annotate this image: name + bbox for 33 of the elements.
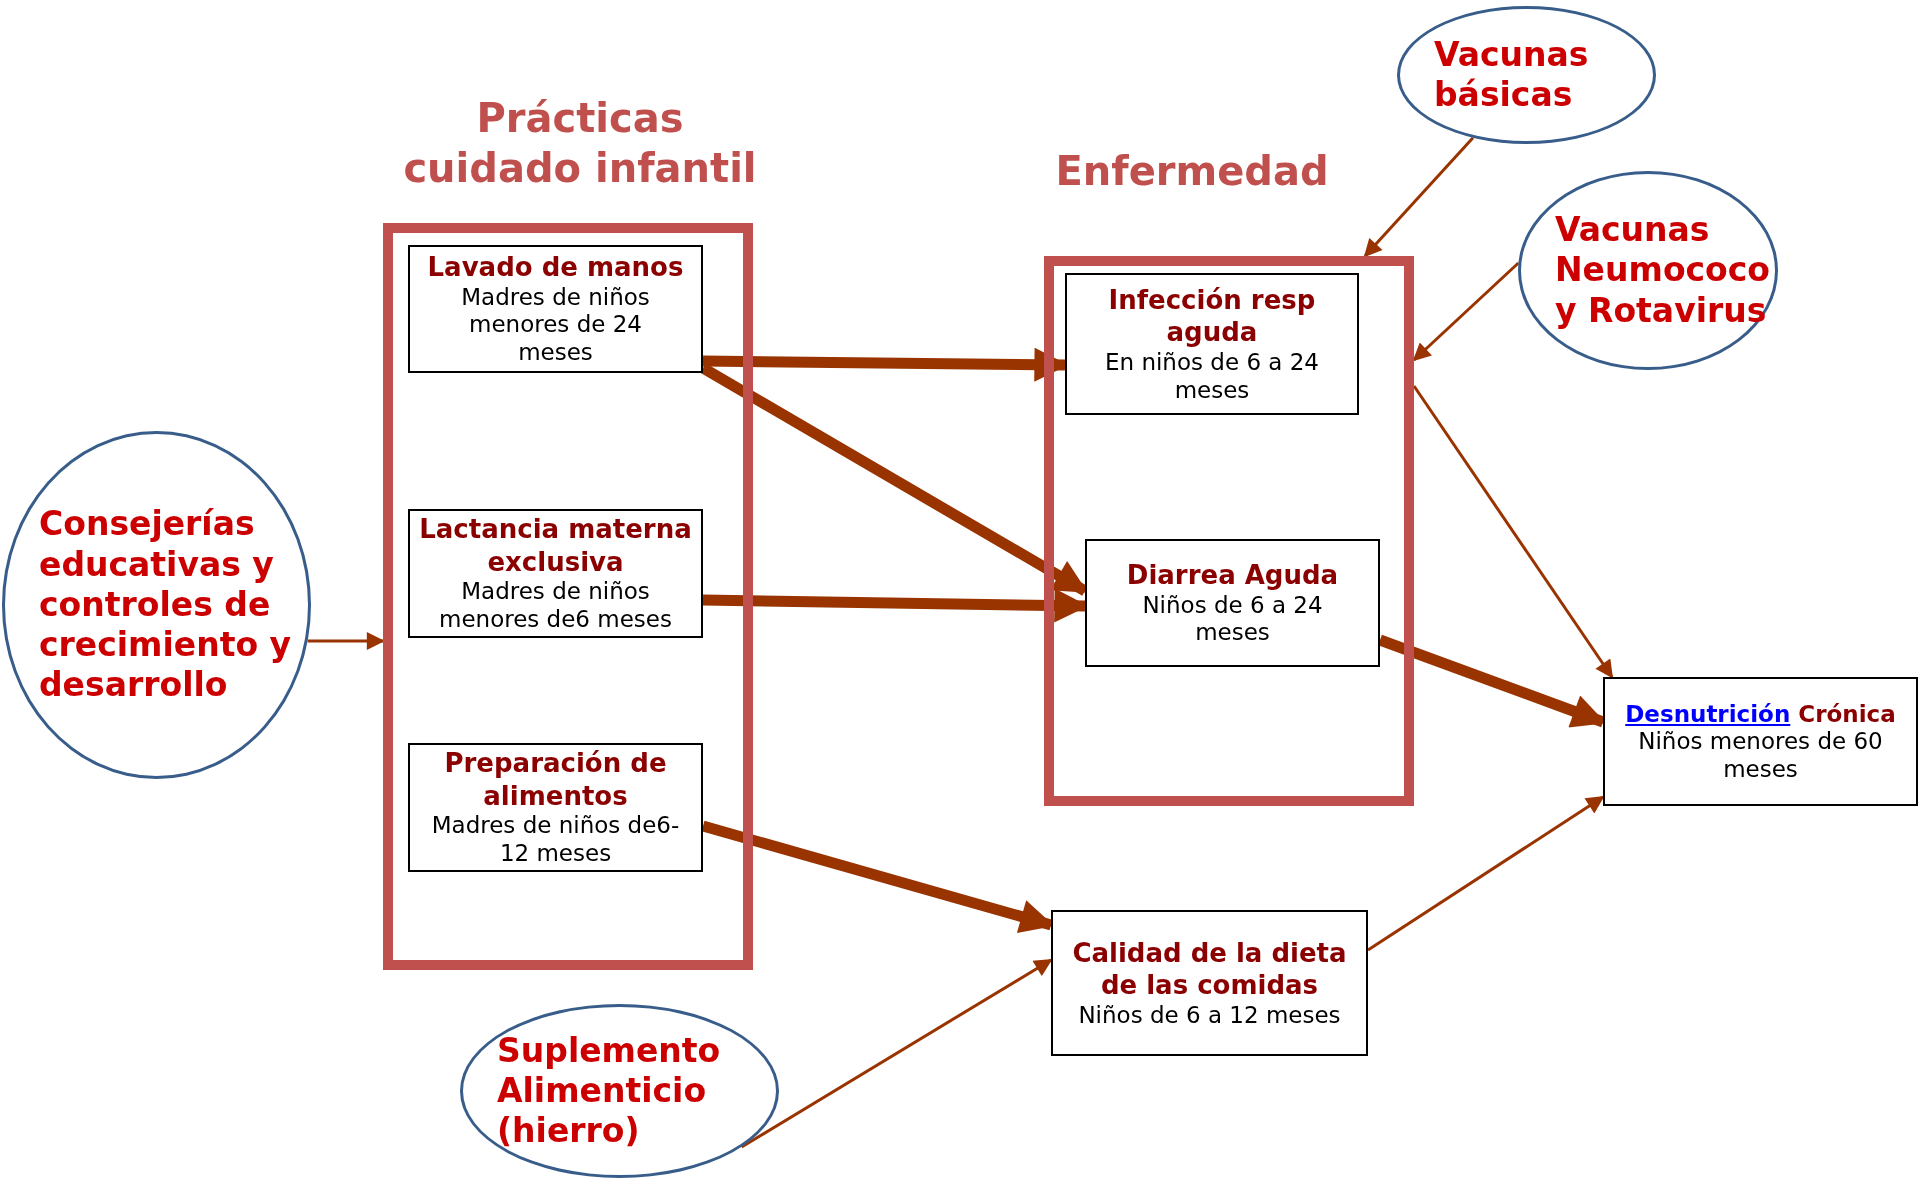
ellipse-text: Suplemento Alimenticio (hierro) (496, 1030, 722, 1152)
arrow (1367, 795, 1605, 952)
process-box (1085, 539, 1380, 667)
process-box (408, 245, 703, 373)
box-body-text: Madres de niños menores de 24 meses (460, 283, 651, 367)
box-body-text: Niños menores de 60 meses (1637, 728, 1884, 784)
box-body-text: Niños de 6 a 24 meses (1141, 591, 1324, 647)
box-heading: Calidad de la dieta de las comidas (1071, 936, 1348, 1002)
arrow (740, 958, 1053, 1149)
box-heading: Crónica (1798, 699, 1896, 729)
box-body-text: En niños de 6 a 24 meses (1104, 348, 1320, 405)
arrow (1363, 136, 1475, 258)
box-body-text: Niños de 6 a 12 meses (1077, 1001, 1342, 1030)
arrow (1412, 385, 1614, 679)
process-box (1603, 677, 1918, 806)
box-heading: Preparación de alimentos (443, 747, 668, 813)
box-heading: Infección resp aguda (1107, 283, 1317, 349)
ellipse-text: Vacunas básicas (1433, 34, 1590, 116)
group-heading: Enfermedad (1054, 147, 1330, 196)
box-body-text: Madres de niños menores de6 meses (438, 578, 673, 634)
ellipse-text: Consejerías educativas y controles de crecimiento y desarrollo (38, 504, 293, 706)
process-box (1065, 273, 1359, 415)
box-heading: Diarrea Aguda (1126, 559, 1339, 592)
process-box (408, 743, 703, 872)
box-body-text: Madres de niños de6-12 meses (430, 812, 681, 868)
hyperlink: Desnutrición (1625, 699, 1791, 729)
ellipse-text: Vacunas Neumococo y Rotavirus (1554, 210, 1771, 331)
process-box (408, 509, 703, 638)
box-heading: Lactancia materna exclusiva (418, 513, 693, 579)
process-box (1051, 910, 1368, 1056)
group-heading: Prácticas cuidado infantil (402, 94, 758, 193)
box-heading: Lavado de manos (427, 251, 684, 284)
arrow (1412, 261, 1520, 362)
